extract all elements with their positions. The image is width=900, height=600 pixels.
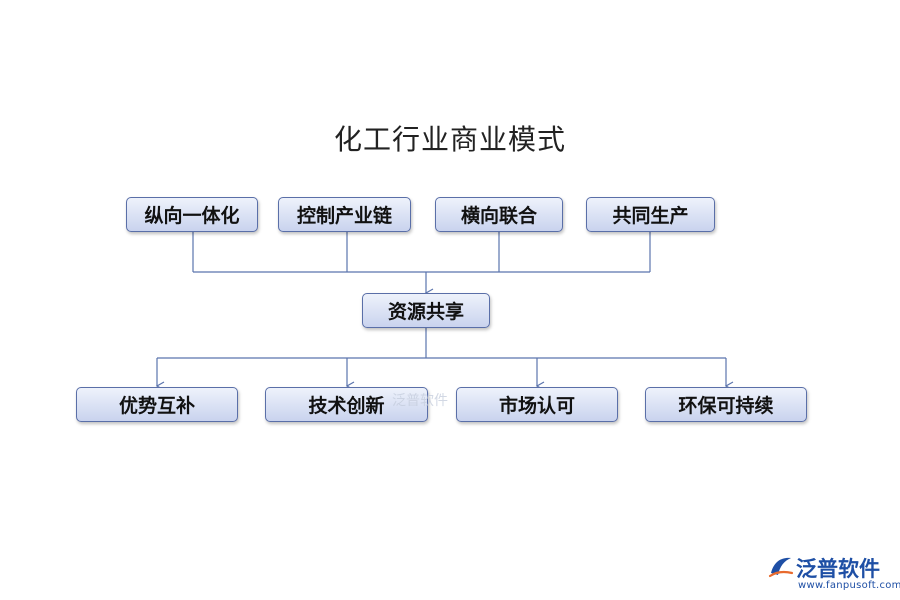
node-top-4: 共同生产 (586, 197, 715, 232)
logo-url: www.fanpusoft.com (798, 580, 900, 591)
node-center: 资源共享 (362, 293, 490, 328)
node-bottom-3: 市场认可 (456, 387, 618, 422)
node-top-1: 纵向一体化 (126, 197, 258, 232)
logo-text: 泛普软件 (796, 557, 880, 581)
node-bottom-2: 技术创新 (265, 387, 428, 422)
diagram-title: 化工行业商业模式 (333, 123, 566, 156)
logo-icon (768, 557, 794, 578)
node-bottom-1: 优势互补 (76, 387, 238, 422)
node-top-3: 横向联合 (435, 197, 563, 232)
node-bottom-4: 环保可持续 (645, 387, 807, 422)
node-top-2: 控制产业链 (278, 197, 411, 232)
watermark: 泛普软件 (392, 393, 448, 409)
brand-logo: 泛普软件 www.fanpusoft.com (768, 553, 900, 593)
